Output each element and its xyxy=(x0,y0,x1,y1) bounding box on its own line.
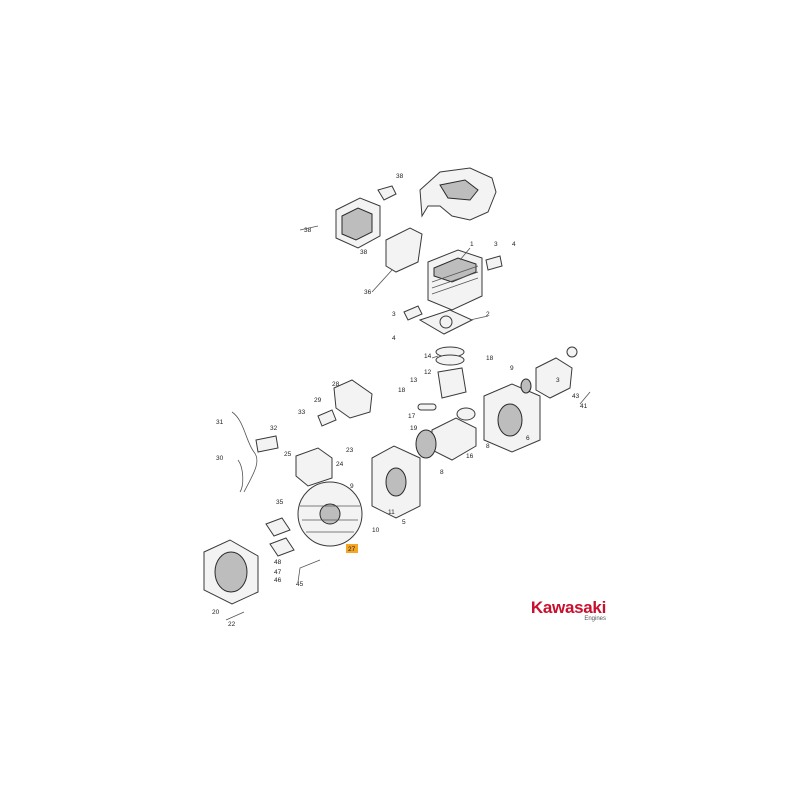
callout-18-top: 18 xyxy=(486,355,494,362)
callout-3-right: 3 xyxy=(556,377,560,384)
callout-24: 24 xyxy=(336,461,344,468)
muffler xyxy=(335,197,381,249)
callout-25: 25 xyxy=(284,451,292,458)
callout-6: 6 xyxy=(526,435,530,442)
oil-seal xyxy=(520,378,532,394)
callout-19: 19 xyxy=(410,425,418,432)
piston-rings xyxy=(435,346,465,366)
callout-29: 29 xyxy=(314,397,322,404)
callout-18-mid: 18 xyxy=(398,387,406,394)
cylinder-gasket xyxy=(418,309,474,335)
callout-8-low: 8 xyxy=(440,469,444,476)
callout-48: 48 xyxy=(274,559,282,566)
callout-17: 17 xyxy=(408,413,416,420)
callout-27: 27 xyxy=(348,546,356,553)
fuel-tank-bracket xyxy=(535,346,578,399)
ignition-coil xyxy=(295,447,333,487)
callout-16: 16 xyxy=(466,453,474,460)
recoil-starter-housing xyxy=(203,539,259,605)
callout-10: 10 xyxy=(372,527,380,534)
callout-4-mid: 4 xyxy=(392,335,396,342)
flywheel xyxy=(297,481,363,547)
air-cleaner-cover xyxy=(333,379,373,419)
callout-14: 14 xyxy=(424,353,432,360)
callout-23: 23 xyxy=(346,447,354,454)
callout-47: 47 xyxy=(274,569,282,576)
callout-8-right: 8 xyxy=(486,443,490,450)
callout-1: 1 xyxy=(470,241,474,248)
callout-27-highlight xyxy=(346,544,358,553)
callout-43: 43 xyxy=(572,393,580,400)
callout-labels: 38 38 38 1 3 4 36 3 2 4 14 18 9 12 28 13… xyxy=(212,173,588,628)
piston xyxy=(437,367,467,399)
callout-35: 35 xyxy=(276,499,284,506)
kawasaki-logo: Kawasaki Engines xyxy=(516,598,606,622)
callout-9: 9 xyxy=(510,365,514,372)
callout-5: 5 xyxy=(402,519,406,526)
cylinder xyxy=(427,249,483,311)
callout-11: 11 xyxy=(388,509,395,516)
callout-3-top: 3 xyxy=(494,241,498,248)
crankcase xyxy=(483,383,541,453)
leader-lines xyxy=(225,225,591,621)
callout-9-low: 9 xyxy=(350,483,354,490)
callout-31: 31 xyxy=(216,419,224,426)
callout-38-top: 38 xyxy=(396,173,404,180)
callout-12: 12 xyxy=(424,369,432,376)
crankshaft xyxy=(415,407,477,461)
callout-38-mid: 38 xyxy=(360,249,368,256)
callout-4-top: 4 xyxy=(512,241,516,248)
piston-pin xyxy=(417,403,437,411)
callout-45: 45 xyxy=(296,581,304,588)
callout-32: 32 xyxy=(270,425,278,432)
clutch-shoes xyxy=(265,517,295,557)
callout-33: 33 xyxy=(298,409,306,416)
callout-30: 30 xyxy=(216,455,224,462)
callout-3-mid: 3 xyxy=(392,311,396,318)
intake-gasket xyxy=(485,255,503,271)
callout-38-left: 38 xyxy=(304,227,312,234)
muffler-bracket xyxy=(377,185,397,201)
crankcase-half xyxy=(371,445,421,519)
brand-name: Kawasaki xyxy=(530,598,606,617)
spark-plug xyxy=(317,409,337,427)
callout-28: 28 xyxy=(332,381,340,388)
brand-subtitle: Engines xyxy=(584,616,606,622)
exhaust-gasket xyxy=(403,305,423,321)
callout-20: 20 xyxy=(212,609,220,616)
callout-36: 36 xyxy=(364,289,372,296)
stop-switch-wire xyxy=(231,411,279,493)
callout-2: 2 xyxy=(486,311,490,318)
callout-46: 46 xyxy=(274,577,282,584)
callout-13: 13 xyxy=(410,377,418,384)
callout-22: 22 xyxy=(228,621,236,628)
engine-shroud xyxy=(419,167,497,221)
callout-41: 41 xyxy=(580,403,588,410)
muffler-gasket-plate xyxy=(385,227,423,273)
